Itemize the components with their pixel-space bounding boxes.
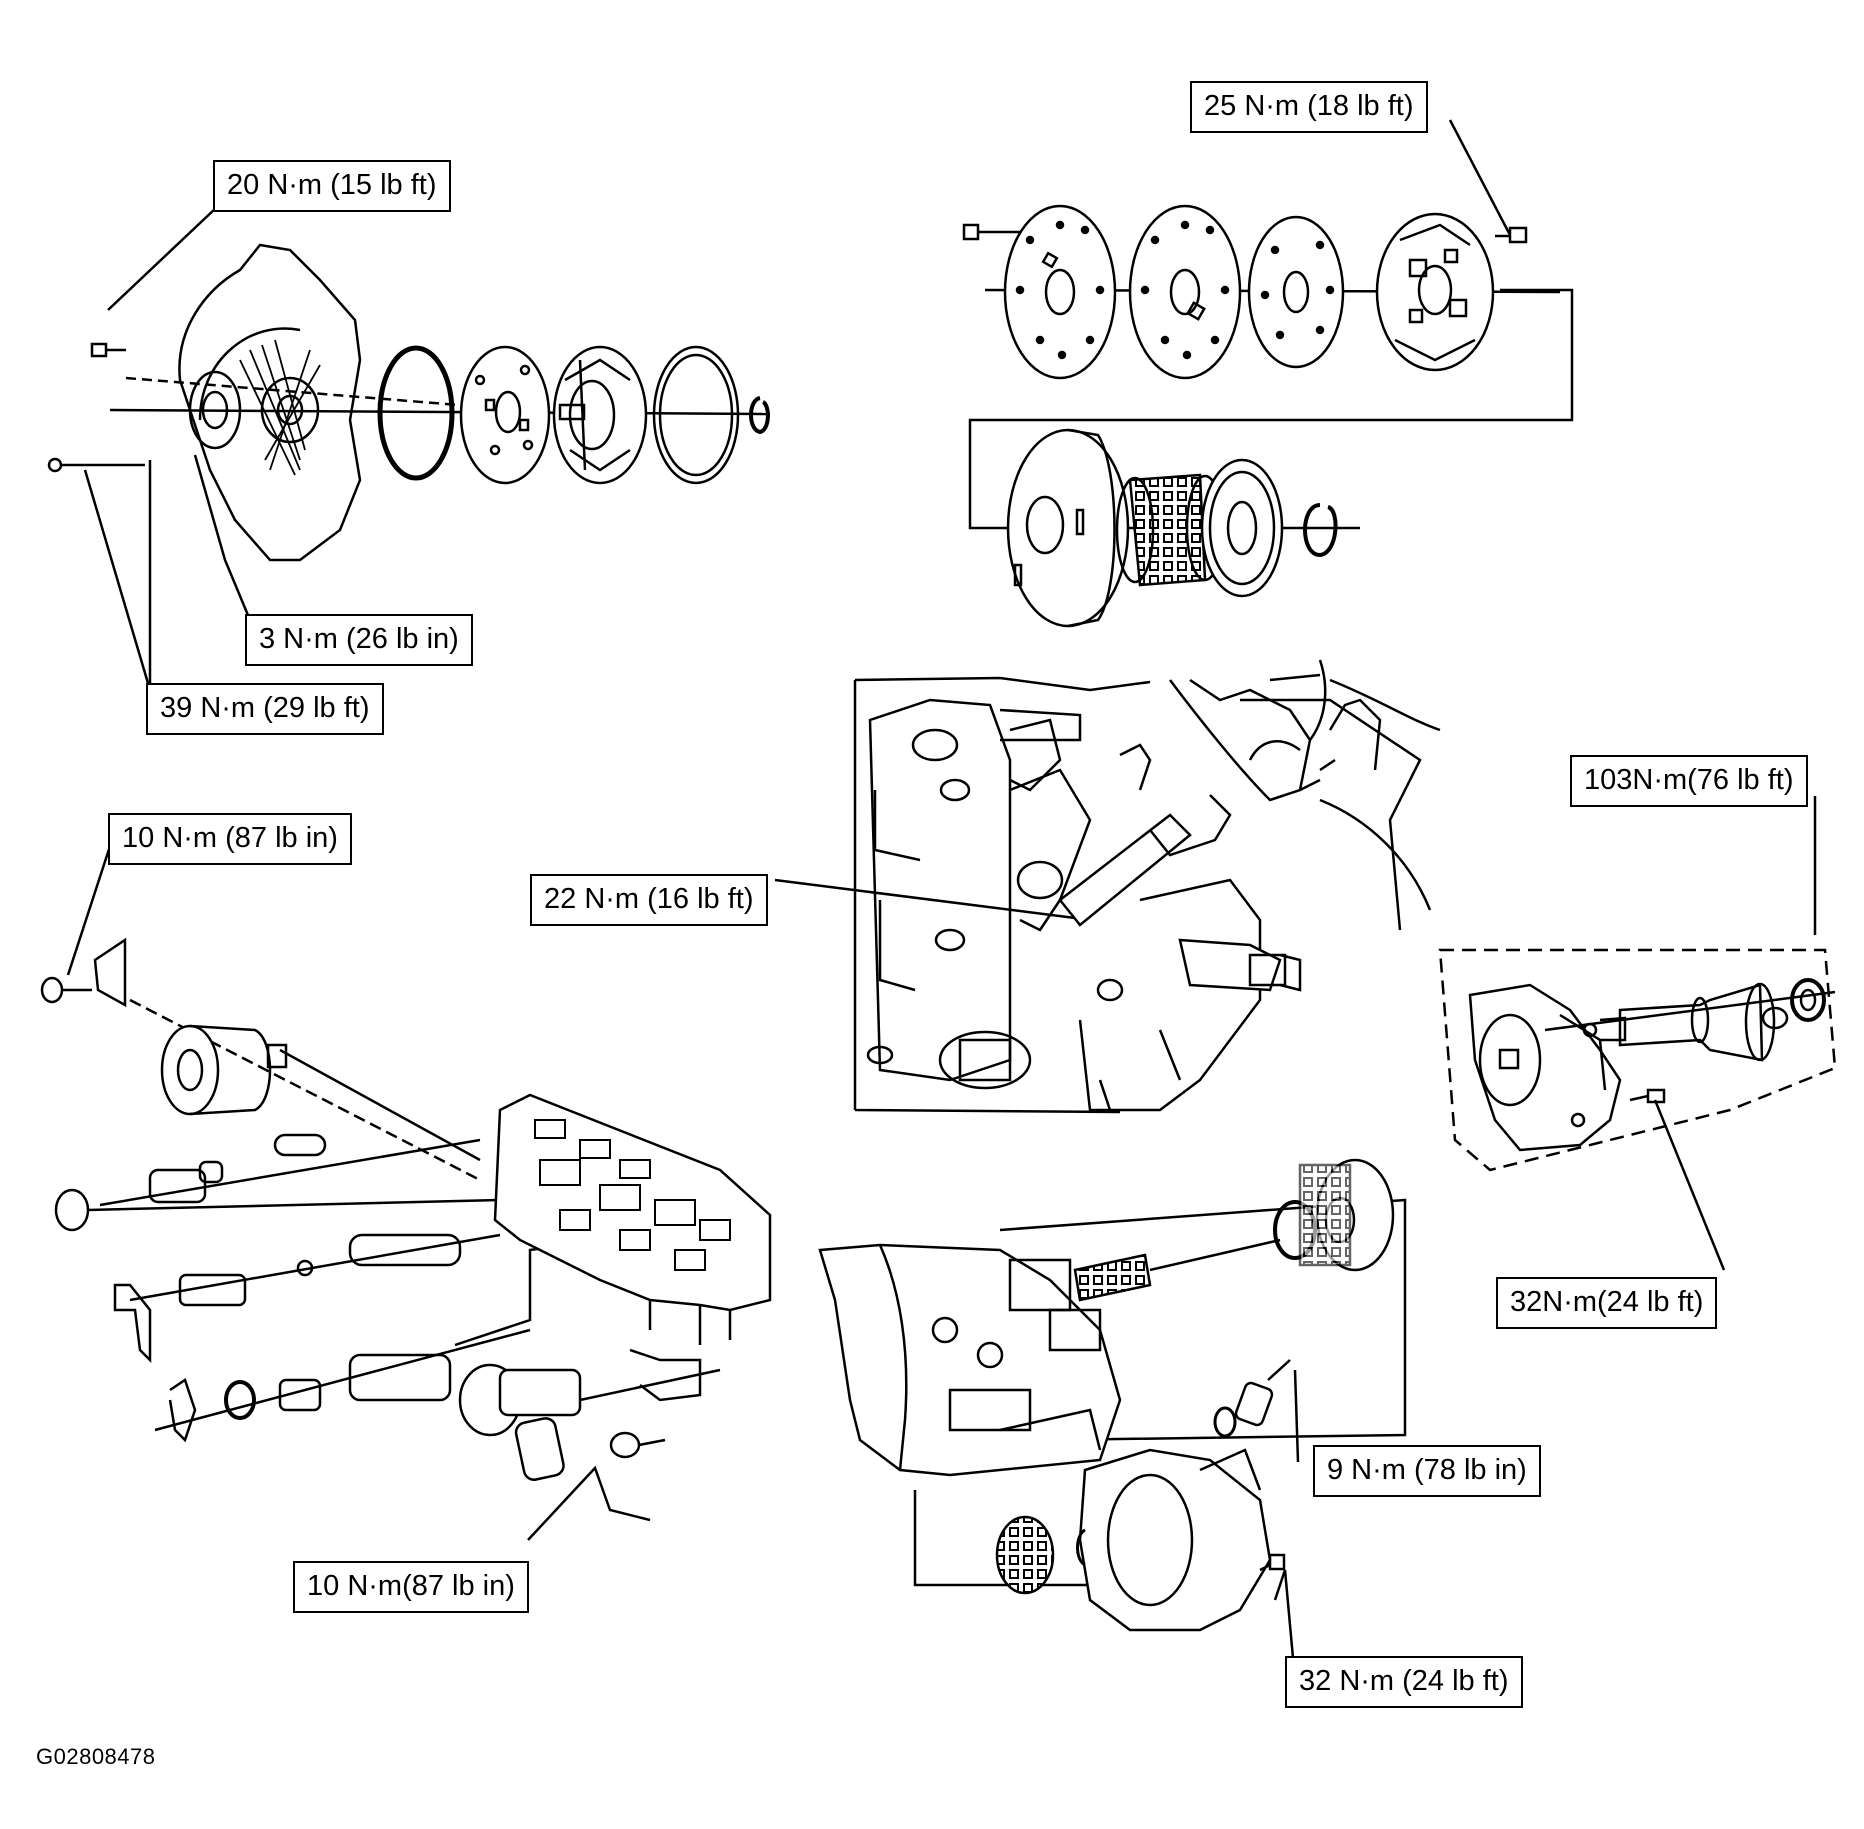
pump-seal-ring	[377, 345, 455, 481]
torque-callout-3nm: 3 N·m (26 lb in)	[245, 614, 473, 666]
leader-22nm	[774, 878, 1076, 920]
solenoid-bracket	[93, 937, 127, 1008]
adapter-bolt	[1259, 1553, 1286, 1572]
valve-body	[493, 1093, 772, 1345]
clutch-drum	[1006, 428, 1130, 628]
leader-20nm	[107, 206, 218, 311]
o-ring	[224, 1380, 256, 1420]
torque-callout-103nm: 103N·m(76 lb ft)	[1570, 755, 1808, 807]
case-cutaway-view	[774, 659, 1441, 1114]
transmission-case-group	[818, 1158, 1407, 1681]
leader-32nm	[1653, 1099, 1726, 1271]
valve-body-bolt	[609, 1431, 666, 1459]
separator-plate-2	[1128, 204, 1242, 380]
hand	[1169, 678, 1312, 802]
housing-bolt-long	[47, 457, 145, 473]
torque-callout-9nm: 9 N·m (78 lb in)	[1313, 1445, 1541, 1497]
separator-plate-1	[1003, 204, 1117, 380]
pressure-solenoid	[458, 1363, 582, 1481]
torque-callout-10nm-top: 10 N·m (87 lb in)	[108, 813, 352, 865]
solenoid-clip	[629, 1348, 702, 1402]
pump-cover	[1375, 212, 1495, 372]
clutch-piston	[1200, 458, 1284, 598]
solenoid-bolt	[40, 976, 92, 1004]
separator-plate-3	[1247, 215, 1345, 369]
valve-plug	[54, 1188, 90, 1232]
output-yoke	[1599, 982, 1776, 1062]
speed-sensor	[1234, 1359, 1291, 1427]
leader-10nm-top	[66, 839, 114, 976]
figure-id: G02808478	[36, 1744, 156, 1769]
snap-ring	[749, 396, 770, 435]
torque-callout-22nm: 22 N·m (16 lb ft)	[530, 874, 768, 926]
drive-gear	[995, 1515, 1055, 1595]
clutch-plates-stack	[1115, 473, 1225, 587]
valve-spool-1	[148, 1133, 327, 1204]
leader-3nm	[193, 454, 252, 621]
converter-housing	[178, 243, 362, 562]
torque-callout-32nm-adapter: 32 N·m (24 lb ft)	[1285, 1656, 1523, 1708]
clip	[168, 1378, 197, 1443]
valve-spool-3	[278, 1353, 452, 1412]
shift-solenoid	[160, 1024, 288, 1116]
extension-housing-group	[1438, 796, 1837, 1271]
clutch-snap-ring	[1303, 503, 1338, 558]
torque-callout-10nm-bottom: 10 N·m(87 lb in)	[293, 1561, 529, 1613]
leader-9nm	[1293, 1369, 1300, 1463]
rear-seal	[1790, 978, 1826, 1022]
torque-callout-25nm: 25 N·m (18 lb ft)	[1190, 81, 1428, 133]
valve-body-group	[40, 839, 772, 1541]
leader-25nm	[1448, 119, 1512, 236]
torque-callout-20nm: 20 N·m (15 lb ft)	[213, 160, 451, 212]
clutch-plate-group	[962, 119, 1574, 628]
torque-callout-39nm: 39 N·m (29 lb ft)	[146, 683, 384, 735]
output-shaft	[1073, 1238, 1281, 1302]
valve-spool-2	[178, 1233, 462, 1307]
housing-bolt-top	[90, 342, 126, 358]
torque-callout-32nm-extension: 32N·m(24 lb ft)	[1496, 1277, 1718, 1329]
extension-housing	[1468, 983, 1622, 1152]
retainer-plate	[113, 1283, 152, 1364]
leader-10nm-bottom	[527, 1465, 651, 1541]
extension-dashed-frame	[1438, 948, 1837, 1172]
pump-gasket	[652, 345, 740, 485]
adapter-housing	[1078, 1448, 1272, 1632]
converter-housing-group	[47, 206, 771, 691]
pump-body	[552, 345, 648, 485]
torque-tool	[1058, 813, 1192, 927]
cover-bolt-right	[1495, 226, 1528, 244]
extension-bolt	[1629, 1088, 1666, 1104]
leader-39nm	[83, 469, 152, 691]
pump-plate	[459, 345, 551, 485]
yoke-o-ring	[1761, 1006, 1789, 1030]
speed-sensor-rotor	[1298, 1158, 1395, 1272]
transmission-case	[818, 1243, 1122, 1477]
